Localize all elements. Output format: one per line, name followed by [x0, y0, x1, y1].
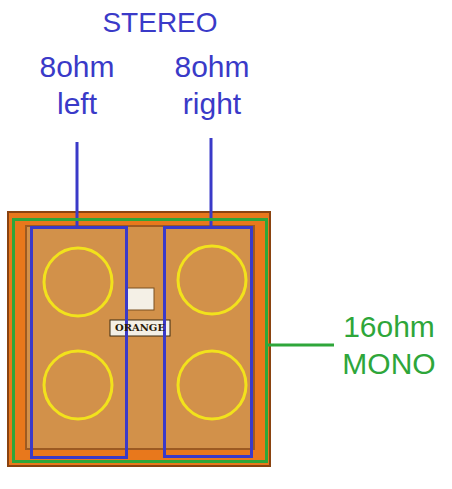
speaker-group-label: 16ohm MONO — [330, 308, 448, 382]
right-outline: 8ohm right — [163, 226, 253, 458]
speaker-circle — [44, 351, 112, 419]
speaker-group-label: 8ohm right — [160, 48, 264, 122]
speaker-group-label: 8ohm left — [27, 48, 127, 122]
brand-logo-text: ORANGE — [110, 321, 170, 335]
logo-plate — [110, 320, 170, 336]
cabinet-frame — [8, 212, 270, 466]
diagram-title: STEREO — [60, 6, 260, 40]
mono-outline: 16ohm MONO8ohm left8ohm right — [12, 218, 268, 463]
leader-line — [210, 138, 213, 228]
speaker-circle — [178, 246, 246, 314]
leader-line — [268, 344, 334, 347]
left-outline: 8ohm left — [30, 226, 128, 459]
grille-cloth — [26, 226, 254, 449]
speaker-circle — [178, 351, 246, 419]
speaker-circle — [44, 248, 112, 316]
logo-badge — [126, 288, 154, 310]
leader-line — [76, 142, 79, 228]
